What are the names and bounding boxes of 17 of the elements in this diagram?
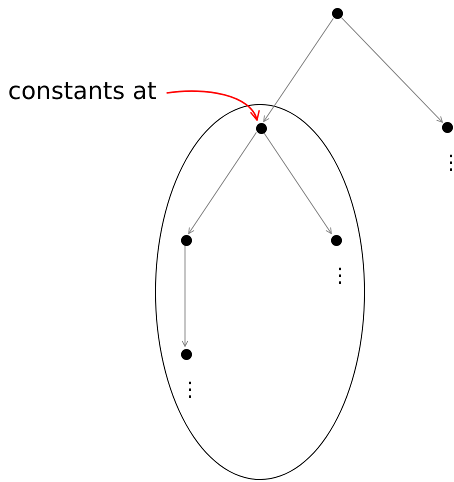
tree-node-dot <box>330 234 342 246</box>
ellipse-outline <box>155 104 365 480</box>
tree-node-dot <box>332 8 342 18</box>
vertical-ellipsis: ⋮ <box>441 151 453 173</box>
arrow <box>341 17 443 123</box>
arrow <box>263 132 332 234</box>
arrow <box>263 18 334 122</box>
vertical-ellipsis: ⋮ <box>180 378 192 400</box>
vertical-ellipsis: ⋮ <box>330 264 342 286</box>
arrow <box>166 90 259 121</box>
annotation-text: constants at <box>8 77 157 105</box>
tree-node-dot <box>180 234 192 246</box>
tree-node-dot <box>442 122 452 132</box>
tree-node-dot <box>180 348 192 360</box>
arrow <box>182 245 188 347</box>
tree-node-dot <box>256 122 266 134</box>
arrow <box>188 132 257 234</box>
